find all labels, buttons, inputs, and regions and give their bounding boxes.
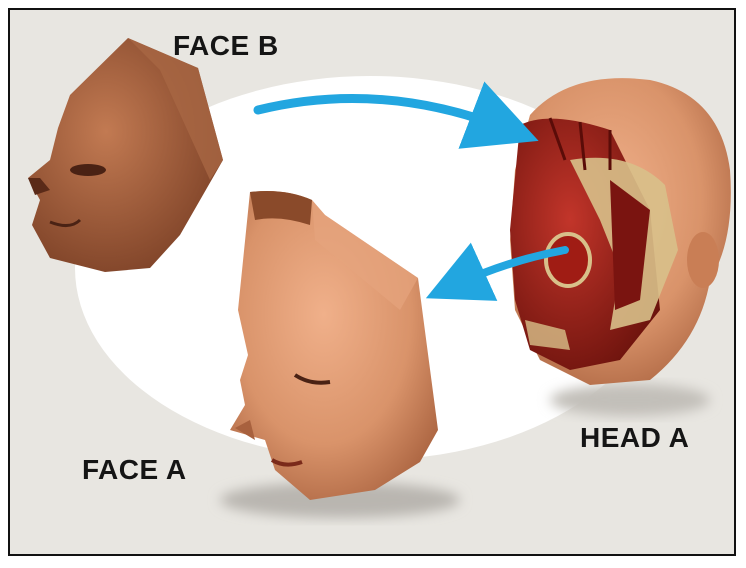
face-a-label: FACE A bbox=[82, 454, 187, 486]
diagram-frame: FACE B FACE A HEAD A bbox=[8, 8, 736, 556]
head-a bbox=[510, 78, 731, 385]
face-b-label: FACE B bbox=[173, 30, 279, 62]
head-a-label: HEAD A bbox=[580, 422, 689, 454]
shadow-head-a bbox=[550, 384, 710, 416]
